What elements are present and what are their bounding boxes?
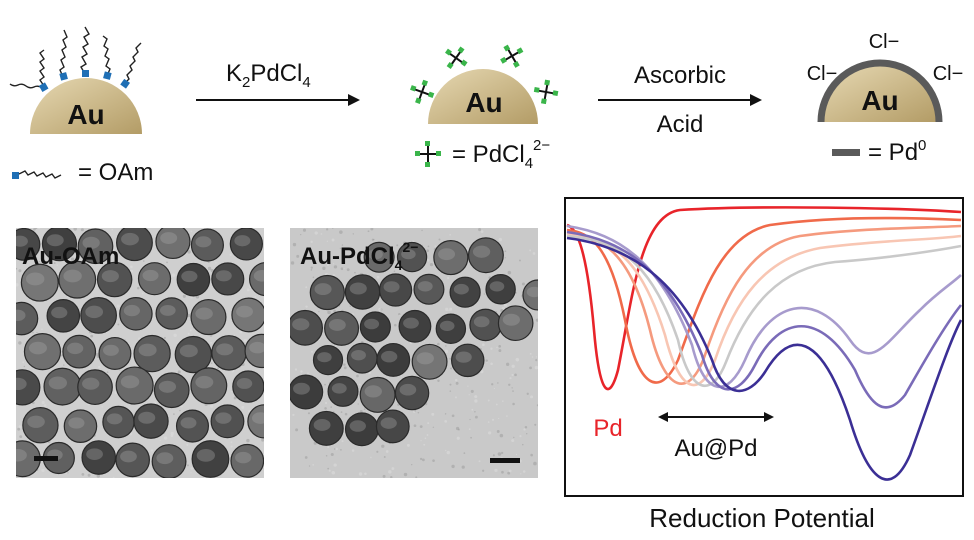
tem-label-au-oam: Au-OAm (22, 243, 119, 270)
au-core-label: Au (861, 85, 898, 116)
ascorbic-label: Ascorbic (634, 62, 726, 89)
au-pd-range-arrow (658, 412, 774, 422)
oam-legend-label: = OAm (78, 159, 153, 186)
chloride-label-left: Cl− (807, 63, 838, 85)
oam-legend: = OAm (12, 159, 153, 186)
pdcl4-legend: = PdCl42− (415, 137, 550, 172)
x-axis-label: Reduction Potential (649, 503, 874, 533)
au-pd-curve-3 (567, 234, 961, 385)
nanoparticle (156, 228, 190, 258)
acid-label: Acid (657, 111, 704, 138)
oam-ligands (10, 27, 141, 88)
k2pdcl4-label: K2PdCl4 (226, 60, 311, 91)
au-core-label: Au (67, 99, 104, 130)
reaction-arrow-1: K2PdCl4 (196, 60, 360, 106)
scale-bar (490, 458, 520, 463)
au-pd-curve-1 (567, 218, 961, 383)
chart-frame (565, 198, 963, 496)
pd0-legend: = Pd0 (832, 137, 926, 166)
pd-series-label: Pd (593, 415, 622, 442)
pd0-legend-label: = Pd0 (868, 137, 926, 166)
au-core-label: Au (465, 87, 502, 118)
au-pd-curve-2 (567, 226, 961, 384)
pd-curve (567, 207, 961, 389)
pdcl4-legend-label: = PdCl42− (452, 137, 550, 172)
chloride-label-right: Cl− (933, 63, 964, 85)
au-pd-curve-7 (567, 238, 961, 480)
tem-image-au-oam: Au-OAm (16, 228, 264, 478)
au-pd-curve-6 (567, 232, 961, 407)
au-pdcl4-particle: Au (407, 40, 560, 124)
reaction-arrow-2: Ascorbic Acid (598, 62, 762, 138)
au-pd-particle: Au Cl− Cl− Cl− (807, 31, 964, 122)
au-oam-particle: Au (10, 27, 142, 134)
chloride-label-top: Cl− (869, 31, 900, 53)
au-pd-curve-4 (567, 236, 961, 386)
tem-image-au-pdcl4: Au-PdCl42− (290, 228, 538, 478)
au-pd-label: Au@Pd (674, 435, 757, 462)
au-pd-curve-5 (567, 226, 961, 387)
scale-bar (34, 456, 58, 461)
synthesis-scheme: Au = OAm K2PdCl4 Au = PdCl42− Ascorbic A… (0, 0, 974, 200)
